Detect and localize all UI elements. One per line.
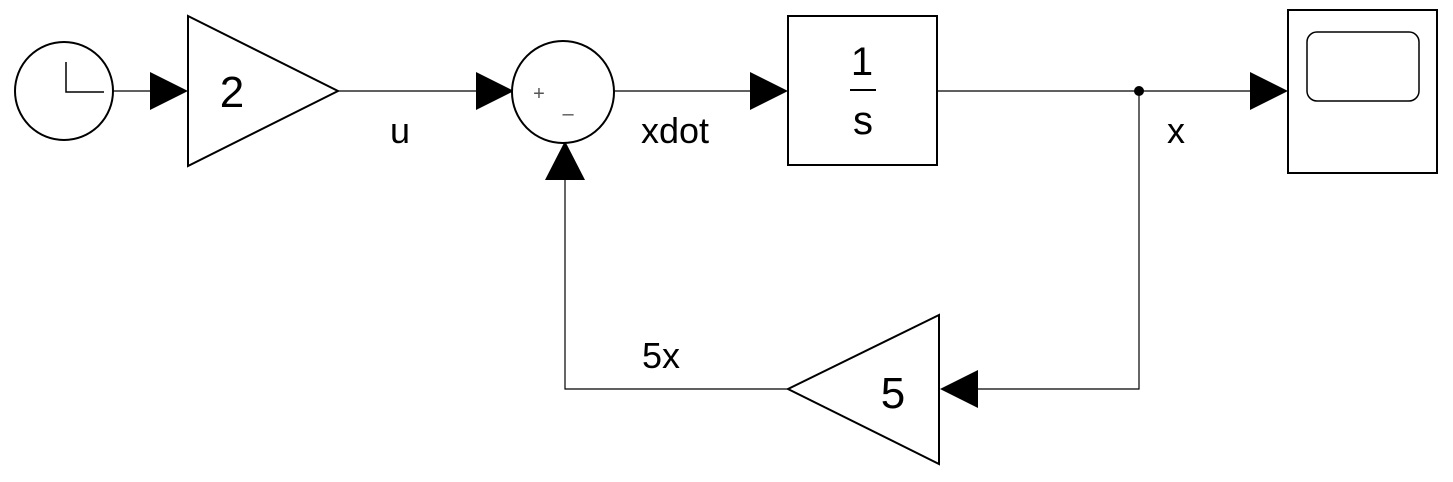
arrowhead-into-scope bbox=[1250, 72, 1288, 110]
connections bbox=[113, 86, 1250, 390]
signal-labels: u xdot x 5x bbox=[390, 110, 1185, 376]
integrator-block[interactable]: 1 s bbox=[787, 15, 938, 166]
arrowhead-into-feedback-gain bbox=[940, 370, 978, 408]
sum-plus-sign: + bbox=[533, 83, 545, 105]
sum-block[interactable]: + – bbox=[511, 40, 615, 144]
input-gain-value: 2 bbox=[220, 68, 244, 117]
integrator-denominator: s bbox=[853, 99, 873, 143]
wire-feedback-gain-to-sum[interactable] bbox=[564, 180, 788, 390]
integrator-numerator: 1 bbox=[851, 40, 873, 84]
sum-circle bbox=[511, 40, 615, 144]
clock-hands-icon bbox=[65, 62, 104, 93]
signal-label-x: x bbox=[1167, 110, 1185, 151]
scope-screen-icon bbox=[1306, 31, 1420, 102]
feedback-gain-block[interactable]: 5 bbox=[785, 313, 940, 466]
input-gain-block[interactable]: 2 bbox=[187, 14, 341, 168]
arrowhead-into-sum-minus bbox=[545, 141, 585, 180]
arrowhead-into-input-gain bbox=[150, 72, 188, 110]
arrowheads bbox=[150, 72, 1288, 408]
scope-box bbox=[1287, 9, 1438, 174]
signal-label-5x: 5x bbox=[642, 335, 680, 376]
arrowhead-into-integrator bbox=[750, 72, 788, 110]
clock-block[interactable] bbox=[14, 41, 114, 141]
scope-block[interactable] bbox=[1287, 9, 1438, 174]
input-gain-triangle bbox=[187, 14, 341, 168]
wire-branch-to-feedback-gain[interactable] bbox=[978, 91, 1140, 390]
feedback-gain-triangle bbox=[785, 313, 940, 466]
feedback-gain-value: 5 bbox=[881, 369, 905, 418]
clock-face bbox=[14, 41, 114, 141]
sum-minus-sign: – bbox=[562, 103, 574, 125]
branch-point bbox=[1134, 86, 1144, 96]
arrowhead-into-sum-plus bbox=[476, 72, 514, 110]
signal-label-u: u bbox=[390, 110, 410, 151]
signal-label-xdot: xdot bbox=[641, 110, 709, 151]
